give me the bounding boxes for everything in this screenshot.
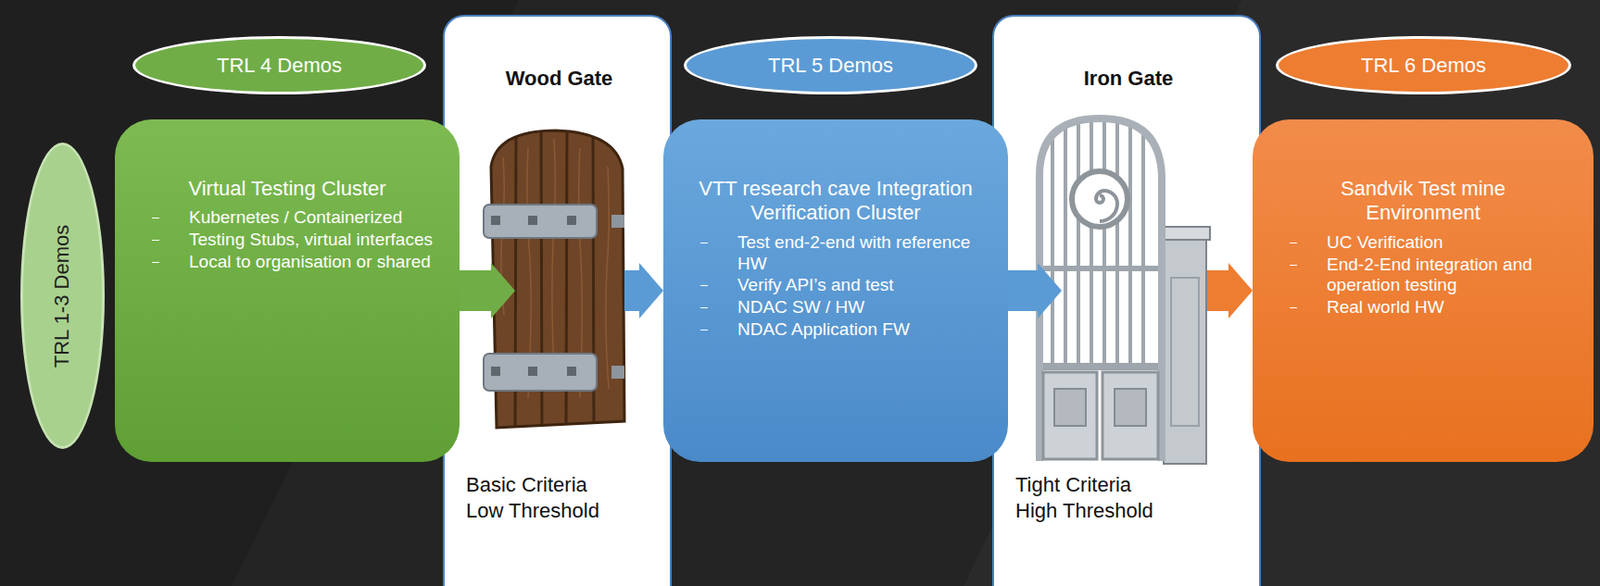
bullet-dash	[700, 285, 708, 287]
bullet-text: Verify API’s and test	[737, 275, 895, 297]
iron-gate	[1037, 111, 1210, 465]
bullet-text: Local to organisation or shared	[188, 251, 431, 274]
bullet-row: End-2-End integration and operation test…	[1289, 254, 1572, 298]
bullet-text: Kubernetes / Containerized	[188, 207, 403, 229]
bullet-dash	[151, 262, 160, 264]
bullet-dash	[700, 307, 708, 309]
spiral-ornament	[1071, 171, 1128, 227]
bullet-text: Real world HW	[1326, 297, 1445, 319]
gate-criteria: Tight Criteria High Threshold	[1015, 472, 1178, 524]
ellipse-label: TRL 1-3 Demos	[50, 224, 76, 367]
box-title: VTT research cave Integration Verificati…	[685, 176, 986, 227]
box-title: Virtual Testing Cluster	[137, 176, 438, 202]
bullet-text: UC Verification	[1326, 232, 1444, 254]
trl-ellipse: TRL 5 Demos	[683, 36, 978, 95]
trl-ellipse: TRL 1-3 Demos	[20, 142, 105, 450]
bullet-row: UC Verification	[1289, 232, 1572, 254]
bullet-text: Test end-2-end with reference HW	[737, 232, 986, 276]
bullet-row: NDAC SW / HW	[700, 297, 986, 319]
block-arrow	[624, 263, 664, 319]
gate-title: Wood Gate	[466, 66, 653, 91]
stage-box: Sandvik Test mine Environment UC Verifica…	[1252, 119, 1594, 463]
gate-panel: Iron GateTight Criteria High Threshold	[993, 15, 1260, 586]
gate-pillar	[1163, 236, 1207, 465]
bullet-dash	[151, 217, 160, 219]
bullet-row: Testing Stubs, virtual interfaces	[151, 229, 438, 252]
bullet-dash	[1289, 307, 1298, 309]
ellipse-label: TRL 4 Demos	[216, 53, 342, 78]
block-arrow	[459, 263, 516, 319]
bullet-row: Kubernetes / Containerized	[151, 207, 438, 229]
bullet-text: NDAC Application FW	[737, 319, 910, 341]
gate-criteria: Basic Criteria Low Threshold	[466, 472, 629, 524]
gate-plate	[1043, 372, 1097, 460]
bullet-text: NDAC SW / HW	[737, 297, 865, 319]
door-wood	[481, 120, 640, 436]
gate-plate	[1102, 372, 1159, 460]
gate-title: Iron Gate	[1015, 66, 1242, 91]
bullet-text: End-2-End integration and operation test…	[1326, 254, 1572, 298]
bullet-dash	[700, 329, 708, 331]
gate-panel: Wood GateBasic Criteria Low Threshold	[443, 15, 671, 586]
bullet-row: Verify API’s and test	[700, 275, 986, 297]
stage-box: Virtual Testing ClusterKubernetes / Cont…	[114, 119, 460, 463]
trl-ellipse: TRL 6 Demos	[1275, 36, 1572, 95]
block-arrow	[1207, 263, 1253, 319]
ellipse-label: TRL 6 Demos	[1360, 53, 1487, 78]
trl-ellipse: TRL 4 Demos	[132, 36, 427, 95]
bullet-row: NDAC Application FW	[700, 319, 986, 341]
bullet-row: Real world HW	[1289, 297, 1572, 319]
bullet-row: Test end-2-end with reference HW	[700, 232, 986, 276]
wood-door	[481, 120, 640, 436]
gate-panel	[993, 15, 1260, 586]
bullet-dash	[1289, 242, 1298, 244]
block-arrow	[1007, 263, 1062, 319]
bullet-row: Local to organisation or shared	[151, 251, 438, 274]
box-title: Sandvik Test mine Environment	[1274, 176, 1572, 227]
ellipse-label: TRL 5 Demos	[768, 53, 894, 78]
gate-bars	[1037, 111, 1164, 371]
bullet-dash	[151, 239, 160, 241]
bullet-text: Testing Stubs, virtual interfaces	[188, 229, 433, 252]
bullet-dash	[700, 242, 708, 244]
bullet-dash	[1289, 264, 1298, 266]
gate-panel	[443, 15, 671, 586]
stage-box: VTT research cave Integration Verificati…	[663, 119, 1008, 463]
